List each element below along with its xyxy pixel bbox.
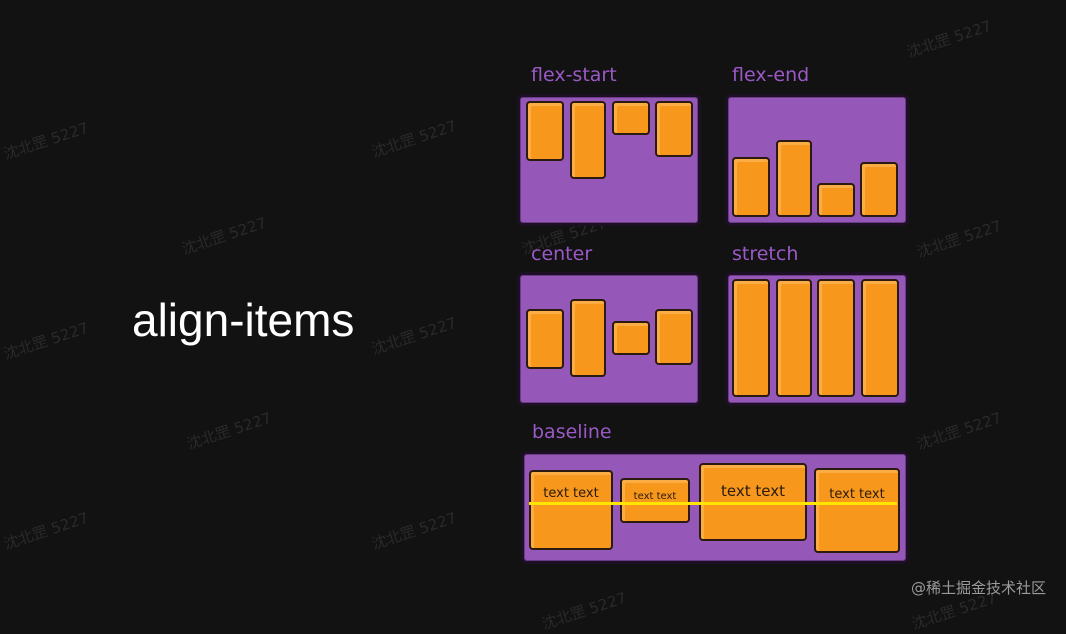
- flex-item: [776, 140, 812, 217]
- panel-label-flex-end: flex-end: [732, 64, 810, 86]
- flex-item: [817, 183, 855, 217]
- flex-item: text text: [620, 478, 690, 523]
- watermark: 沈北罡 5227: [914, 408, 1004, 454]
- item-text: text text: [543, 486, 599, 501]
- flex-item: [612, 101, 650, 135]
- watermark: 沈北罡 5227: [369, 508, 459, 554]
- watermark: 沈北罡 5227: [539, 588, 629, 634]
- panel-flex-end: [725, 94, 909, 226]
- flex-item: [860, 162, 898, 217]
- watermark: 沈北罡 5227: [904, 16, 994, 62]
- watermark: 沈北罡 5227: [369, 116, 459, 162]
- panel-label-baseline: baseline: [532, 421, 612, 443]
- flex-item: [612, 321, 650, 355]
- flex-item: [655, 309, 693, 365]
- watermark: 沈北罡 5227: [1, 318, 91, 364]
- watermark: 沈北罡 5227: [914, 216, 1004, 262]
- flex-item: [861, 279, 899, 397]
- flex-item: [526, 101, 564, 161]
- flex-item: [776, 279, 812, 397]
- watermark: 沈北罡 5227: [369, 313, 459, 359]
- panel-center: [517, 272, 701, 406]
- watermark: 沈北罡 5227: [184, 408, 274, 454]
- flex-item: text text: [529, 470, 613, 550]
- flex-item: [732, 279, 770, 397]
- flex-item: [570, 299, 606, 377]
- panel-baseline: text text text text text text text text: [521, 451, 909, 564]
- flex-item: [732, 157, 770, 217]
- baseline-line: [529, 502, 897, 505]
- watermark: 沈北罡 5227: [1, 118, 91, 164]
- panel-flex-start: [517, 94, 701, 226]
- panel-stretch: [725, 272, 909, 406]
- item-text: text text: [633, 491, 677, 502]
- flex-item: [570, 101, 606, 179]
- flex-item: [655, 101, 693, 157]
- panel-label-flex-start: flex-start: [531, 64, 617, 86]
- item-text: text text: [721, 482, 785, 500]
- credit-text: @稀土掘金技术社区: [910, 579, 1046, 597]
- watermark: 沈北罡 5227: [1, 508, 91, 554]
- watermark: 沈北罡 5227: [179, 213, 269, 259]
- panel-label-stretch: stretch: [732, 243, 799, 265]
- flex-item: [817, 279, 855, 397]
- panel-label-center: center: [531, 243, 593, 265]
- slide-title: align-items: [132, 294, 355, 346]
- flex-item: [526, 309, 564, 369]
- flex-item: text text: [814, 468, 900, 553]
- item-text: text text: [829, 487, 885, 502]
